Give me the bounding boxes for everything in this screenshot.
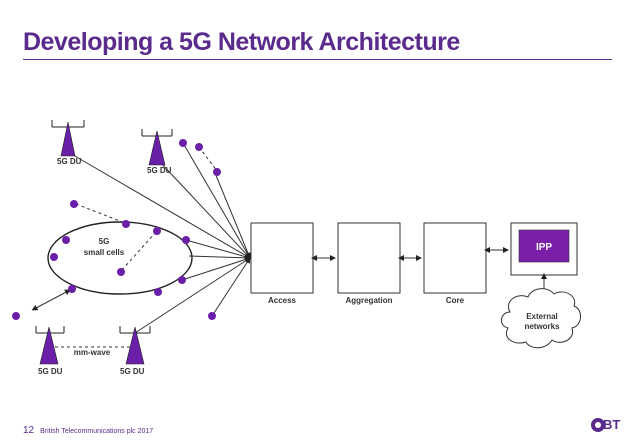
- cell-node: [153, 227, 161, 235]
- access-label: Access: [268, 296, 297, 305]
- du-tower-top-left: [51, 120, 85, 157]
- cell-node: [12, 312, 20, 320]
- external-label-line1: External: [526, 312, 558, 321]
- page-number: 12: [23, 425, 35, 436]
- cell-node: [179, 139, 187, 147]
- cell-node: [68, 285, 76, 293]
- cell-node: [122, 220, 130, 228]
- external-label-line2: networks: [524, 322, 560, 331]
- du-bottom-left-label: 5G DU: [38, 367, 63, 376]
- cell-node: [195, 143, 203, 151]
- small-cell-nodes: [12, 139, 221, 320]
- title-divider: [23, 59, 612, 60]
- link-cell-a: [182, 142, 251, 259]
- small-cells-label-line2: small cells: [84, 248, 125, 257]
- cell-node: [208, 312, 216, 320]
- dashed-link-2: [75, 203, 126, 224]
- link-du-top-left: [67, 151, 251, 259]
- aggregation-block: [337, 222, 401, 294]
- link-cell-c: [185, 239, 251, 260]
- link-cell-b: [214, 172, 251, 259]
- copyright-text: British Telecommunications plc 2017: [40, 428, 154, 435]
- cell-node: [50, 253, 58, 261]
- dashed-link-3: [120, 231, 157, 272]
- small-cells-label-line1: 5G: [99, 237, 110, 246]
- core-block: [423, 222, 487, 294]
- dashed-links: [49, 146, 218, 348]
- page-title: Developing a 5G Network Architecture: [23, 28, 460, 56]
- cell-node: [213, 168, 221, 176]
- link-cell-d: [188, 254, 251, 261]
- small-cells-ring: [47, 221, 193, 295]
- du-bottom-mid-label: 5G DU: [120, 367, 145, 376]
- link-cell-f: [211, 257, 251, 317]
- cell-node: [154, 288, 162, 296]
- cell-node: [117, 268, 125, 276]
- du-top-left-label: 5G DU: [57, 157, 82, 166]
- ipp-label: IPP: [536, 242, 552, 253]
- dashed-link-1: [198, 146, 218, 172]
- link-du-top-mid: [159, 161, 251, 259]
- link-du-bottom-mid: [134, 257, 251, 334]
- cell-node: [178, 276, 186, 284]
- mm-wave-label: mm-wave: [74, 348, 111, 357]
- access-block: [250, 222, 314, 294]
- du-top-mid-label: 5G DU: [147, 166, 172, 175]
- ipp-block: [518, 229, 570, 263]
- core-label: Core: [446, 296, 465, 305]
- bt-logo-globe: [591, 418, 605, 432]
- aggregation-label: Aggregation: [345, 296, 392, 305]
- external-networks-cloud: [501, 288, 581, 349]
- cell-node: [62, 236, 70, 244]
- cell-node: [182, 236, 190, 244]
- footer: 12 British Telecommunications plc 2017: [23, 425, 153, 436]
- cell-node: [70, 200, 78, 208]
- access-connections: [31, 142, 251, 334]
- du-tower-top-mid: [141, 129, 173, 166]
- bt-logo-text: BT: [603, 417, 621, 432]
- du-tower-bottom-left: [35, 326, 65, 365]
- du-tower-bottom-mid: [119, 326, 151, 365]
- link-cell-e: [181, 256, 251, 281]
- link-small-cells-bidir: [31, 289, 71, 311]
